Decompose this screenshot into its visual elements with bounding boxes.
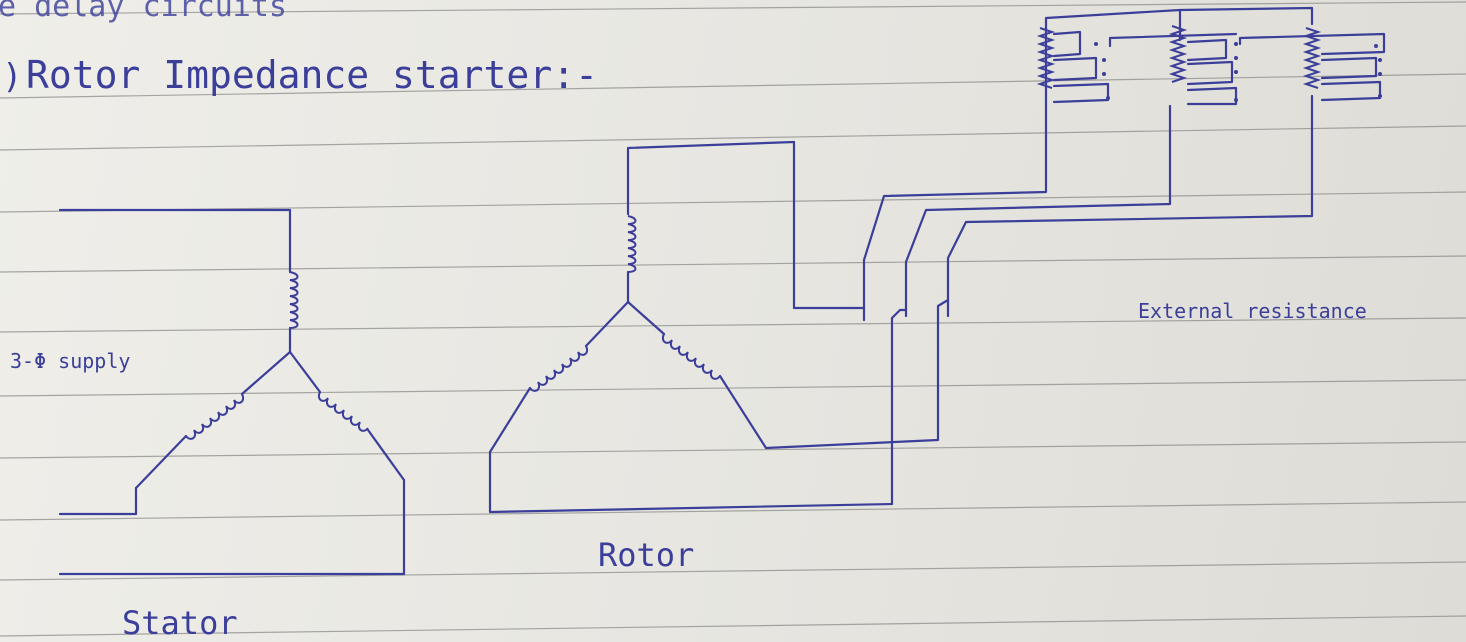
supply-text: 3-Φ supply bbox=[10, 349, 130, 373]
stator-label: Stator bbox=[122, 604, 238, 642]
supply-label: 3-Φ supply bbox=[10, 349, 130, 373]
resistor-3 bbox=[1178, 6, 1386, 102]
stator-coil-left bbox=[185, 393, 244, 440]
stator-coil-top bbox=[289, 271, 299, 329]
external-resistance-label: External resistance bbox=[1138, 299, 1367, 323]
rotor-coil-top bbox=[627, 215, 637, 273]
heading-prefix: ) bbox=[2, 57, 22, 97]
switch-leads bbox=[862, 94, 1314, 322]
rotor-label: Rotor bbox=[598, 536, 694, 574]
rotor-coil-left bbox=[529, 345, 588, 392]
external-resistance-bank bbox=[1036, 6, 1386, 106]
stator-coil-right bbox=[318, 391, 369, 432]
page-heading: Rotor Impedance starter:- bbox=[26, 53, 598, 97]
rotor-coil-right bbox=[662, 333, 721, 380]
heading-fragment: e delay circuits bbox=[0, 0, 287, 24]
resistor-2 bbox=[1108, 8, 1238, 106]
rotor-winding bbox=[488, 140, 950, 514]
resistor-1 bbox=[1036, 8, 1182, 104]
stator-winding bbox=[58, 208, 406, 576]
